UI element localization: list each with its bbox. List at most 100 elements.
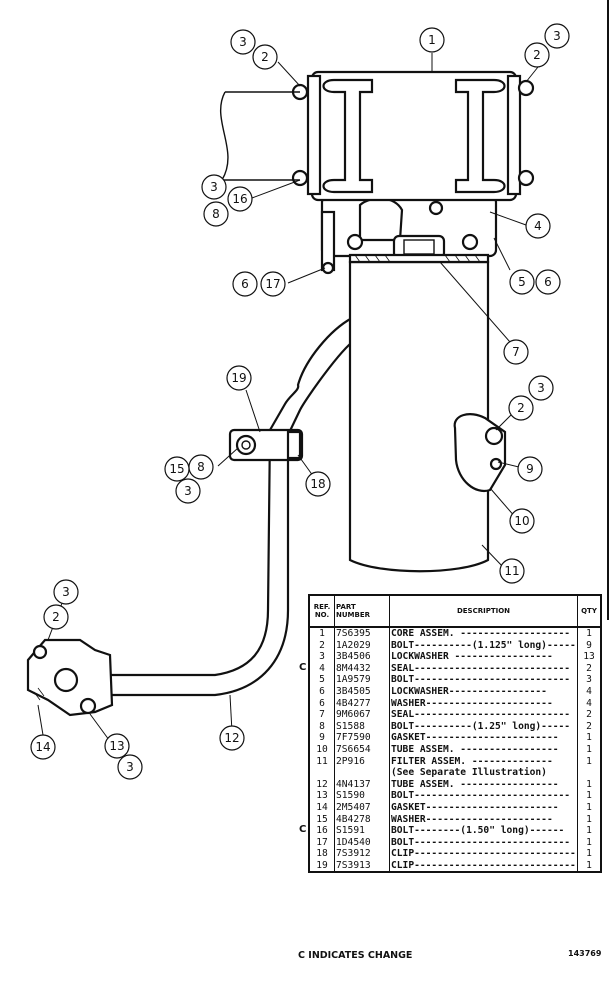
callout-3: 3 [544,23,570,49]
cell-description: BOLT--------------------------- [389,836,578,849]
cell-part-number: S1591 [334,825,390,837]
cell-ref-no: 19 [309,859,335,873]
cell-qty: 2 [586,720,592,732]
cell-description: SEAL--------------------------- [389,709,578,721]
cell-ref-no: 2 [309,639,335,652]
filter-adapter-block [320,194,498,275]
callout-3: 3 [117,754,143,780]
cell-qty: 1 [586,848,592,860]
cell-ref-no: 4 [309,662,335,675]
cell-ref-no: 10 [309,743,335,756]
cell-ref-no: 9 [309,732,335,744]
callout-6: 6 [232,271,258,297]
svg-text:3: 3 [62,585,70,599]
callout-8: 8 [188,454,214,480]
cell-part-number: 7S6395 [334,627,390,640]
cell-qty: 3 [586,674,592,686]
cell-qty: 2 [586,709,592,721]
svg-text:3: 3 [553,29,561,43]
cell-description: GASKET----------------------- [389,801,578,814]
cell-description: BOLT--------------------------- [389,790,578,802]
callout-13: 13 [104,733,130,759]
cell-part-number: 1A2029 [334,639,390,652]
cell-description: WASHER---------------------- [389,813,578,826]
cell-qty: 4 [586,685,592,697]
callout-12: 12 [219,725,245,751]
cell-part-number: 7S3912 [334,848,390,860]
cell-ref-no: 6 [309,685,335,698]
callout-3: 3 [528,375,554,401]
cell-description: BOLT----------(1.125" long)----- [389,639,578,652]
cell-ref-no: 13 [309,790,335,802]
svg-text:13: 13 [109,739,124,753]
cell-qty [578,767,602,779]
change-legend-note: C INDICATES CHANGE [298,950,413,961]
cell-qty: 1 [586,778,592,790]
cell-part-number: 4B4277 [334,697,390,710]
svg-text:4: 4 [534,219,542,233]
callout-6: 6 [535,269,561,295]
callout-16: 16 [227,186,253,212]
callout-3: 3 [201,174,227,200]
svg-text:12: 12 [224,731,239,745]
cell-part-number: 2M5407 [334,801,390,814]
callout-9: 9 [517,456,543,482]
svg-text:17: 17 [265,277,280,291]
callout-8: 8 [203,201,229,227]
header-qty: QTY [577,595,601,628]
table-header-row: REF. NO. PART NUMBER DESCRIPTION QTY [309,595,601,628]
svg-text:2: 2 [261,50,269,64]
callout-3: 3 [53,579,79,605]
callout-10: 10 [509,508,535,534]
callout-4: 4 [525,213,551,239]
svg-text:14: 14 [35,740,50,754]
callout-2: 2 [43,604,69,630]
cell-part-number: 8M4432 [334,662,390,675]
cell-part-number: 7S3913 [334,859,390,873]
svg-text:7: 7 [512,345,520,359]
header-description: DESCRIPTION [389,595,578,628]
cell-ref-no: 3 [309,651,335,663]
cell-description: BOLT----------(1.25" long)----- [389,720,578,733]
callout-18: 18 [305,471,331,497]
cell-qty: 9 [586,639,592,651]
svg-text:5: 5 [518,275,526,289]
callout-2: 2 [252,44,278,70]
callout-2: 2 [524,42,550,68]
cell-ref-no: 15 [309,813,335,826]
change-mark: C [299,662,307,673]
callout-7: 7 [503,339,529,365]
filter-side-port [453,413,507,493]
svg-text:2: 2 [517,401,525,415]
cell-ref-no: 1 [309,627,335,640]
cell-description: WASHER---------------------- [389,697,578,710]
cell-ref-no: 8 [309,720,335,733]
page-edge-rule [607,0,609,620]
cell-part-number: 7S6654 [334,743,390,756]
svg-text:19: 19 [231,371,246,385]
cell-part-number: 2P916 [334,755,390,768]
cell-part-number: 1A9579 [334,674,390,686]
cell-description: (See Separate Illustration) [389,767,578,779]
svg-text:3: 3 [239,35,247,49]
callout-2: 2 [508,395,534,421]
callout-15: 15 [164,456,190,482]
cell-ref-no: 12 [309,778,335,791]
svg-text:6: 6 [241,277,249,291]
svg-text:15: 15 [169,462,184,476]
svg-text:6: 6 [544,275,552,289]
svg-text:8: 8 [212,207,220,221]
cell-ref-no: 18 [309,848,335,860]
tube-clip [228,428,304,462]
